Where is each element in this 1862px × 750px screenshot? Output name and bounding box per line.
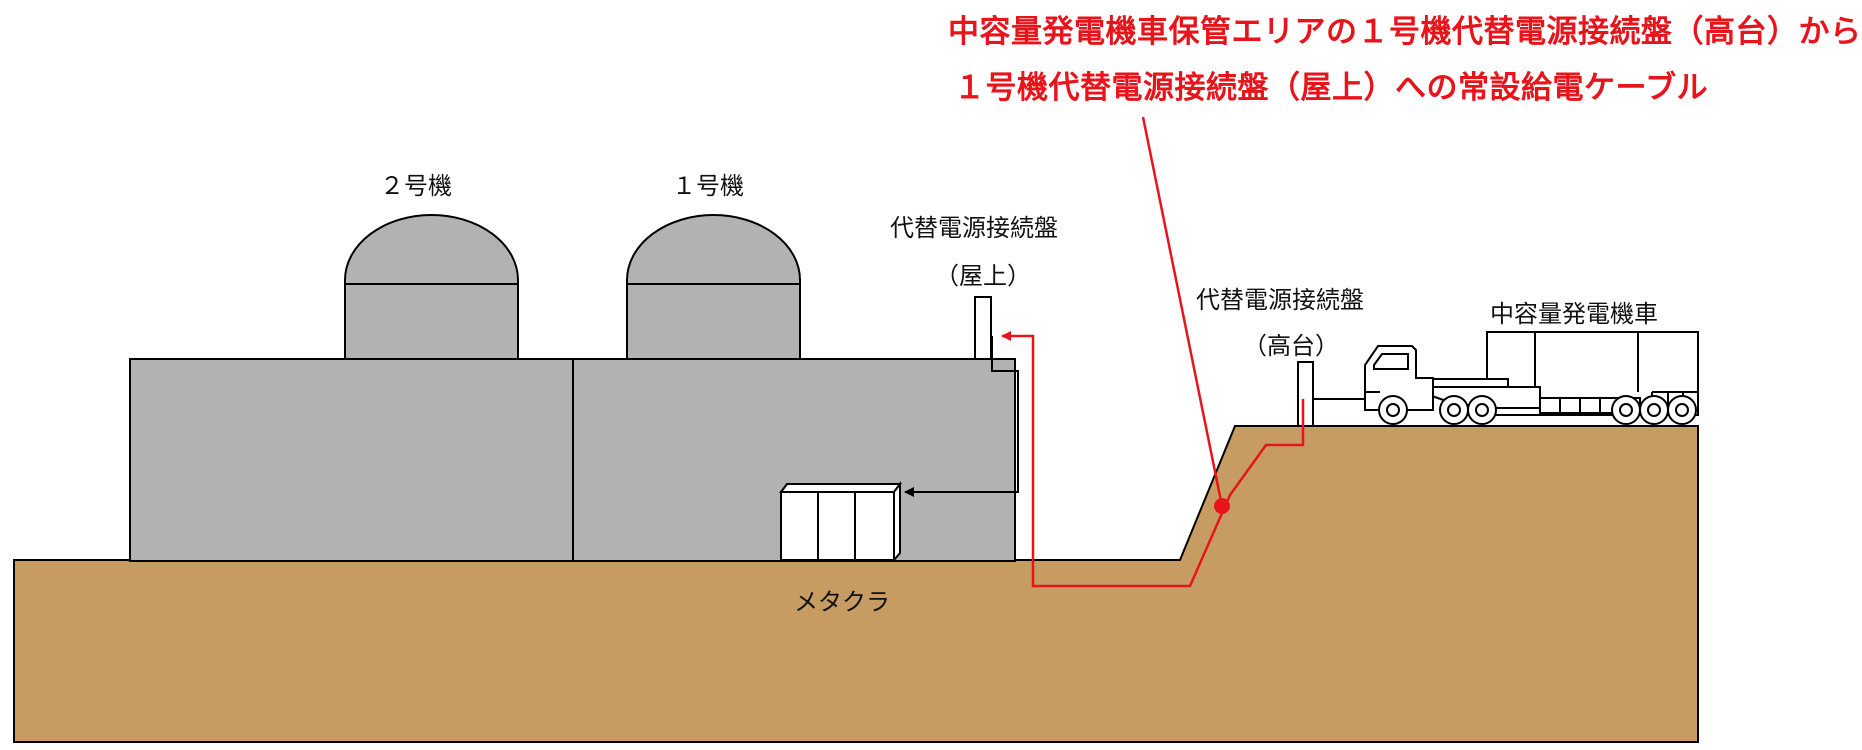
panel-roof xyxy=(904,296,1019,497)
generator-truck-label: 中容量発電機車 xyxy=(1490,300,1658,328)
metaclad-label: メタクラ xyxy=(794,588,890,616)
annotation-pointer-dot xyxy=(1214,498,1230,514)
unit1-dome xyxy=(626,214,801,360)
annotation-line1: 中容量発電機車保管エリアの１号機代替電源接続盤（高台）から xyxy=(948,14,1862,50)
panel-roof-sublabel: （屋上） xyxy=(935,262,1031,290)
unit2-dome xyxy=(344,214,519,360)
panel-high-sublabel: （高台） xyxy=(1243,332,1339,360)
ground xyxy=(13,425,1699,743)
annotation-pointer xyxy=(1141,116,1224,507)
panel-high-label: 代替電源接続盤 xyxy=(1196,286,1364,314)
unit2-label: ２号機 xyxy=(380,172,452,200)
annotation-line2: １号機代替電源接続盤（屋上）への常設給電ケーブル xyxy=(954,70,1709,106)
unit1-label: １号機 xyxy=(672,172,744,200)
generator-truck xyxy=(1364,331,1699,425)
panel-high xyxy=(1297,361,1368,427)
unit2-building xyxy=(129,358,574,562)
metaclad xyxy=(779,481,902,563)
panel-roof-label: 代替電源接続盤 xyxy=(890,214,1058,242)
permanent-cable xyxy=(1001,331,1305,588)
